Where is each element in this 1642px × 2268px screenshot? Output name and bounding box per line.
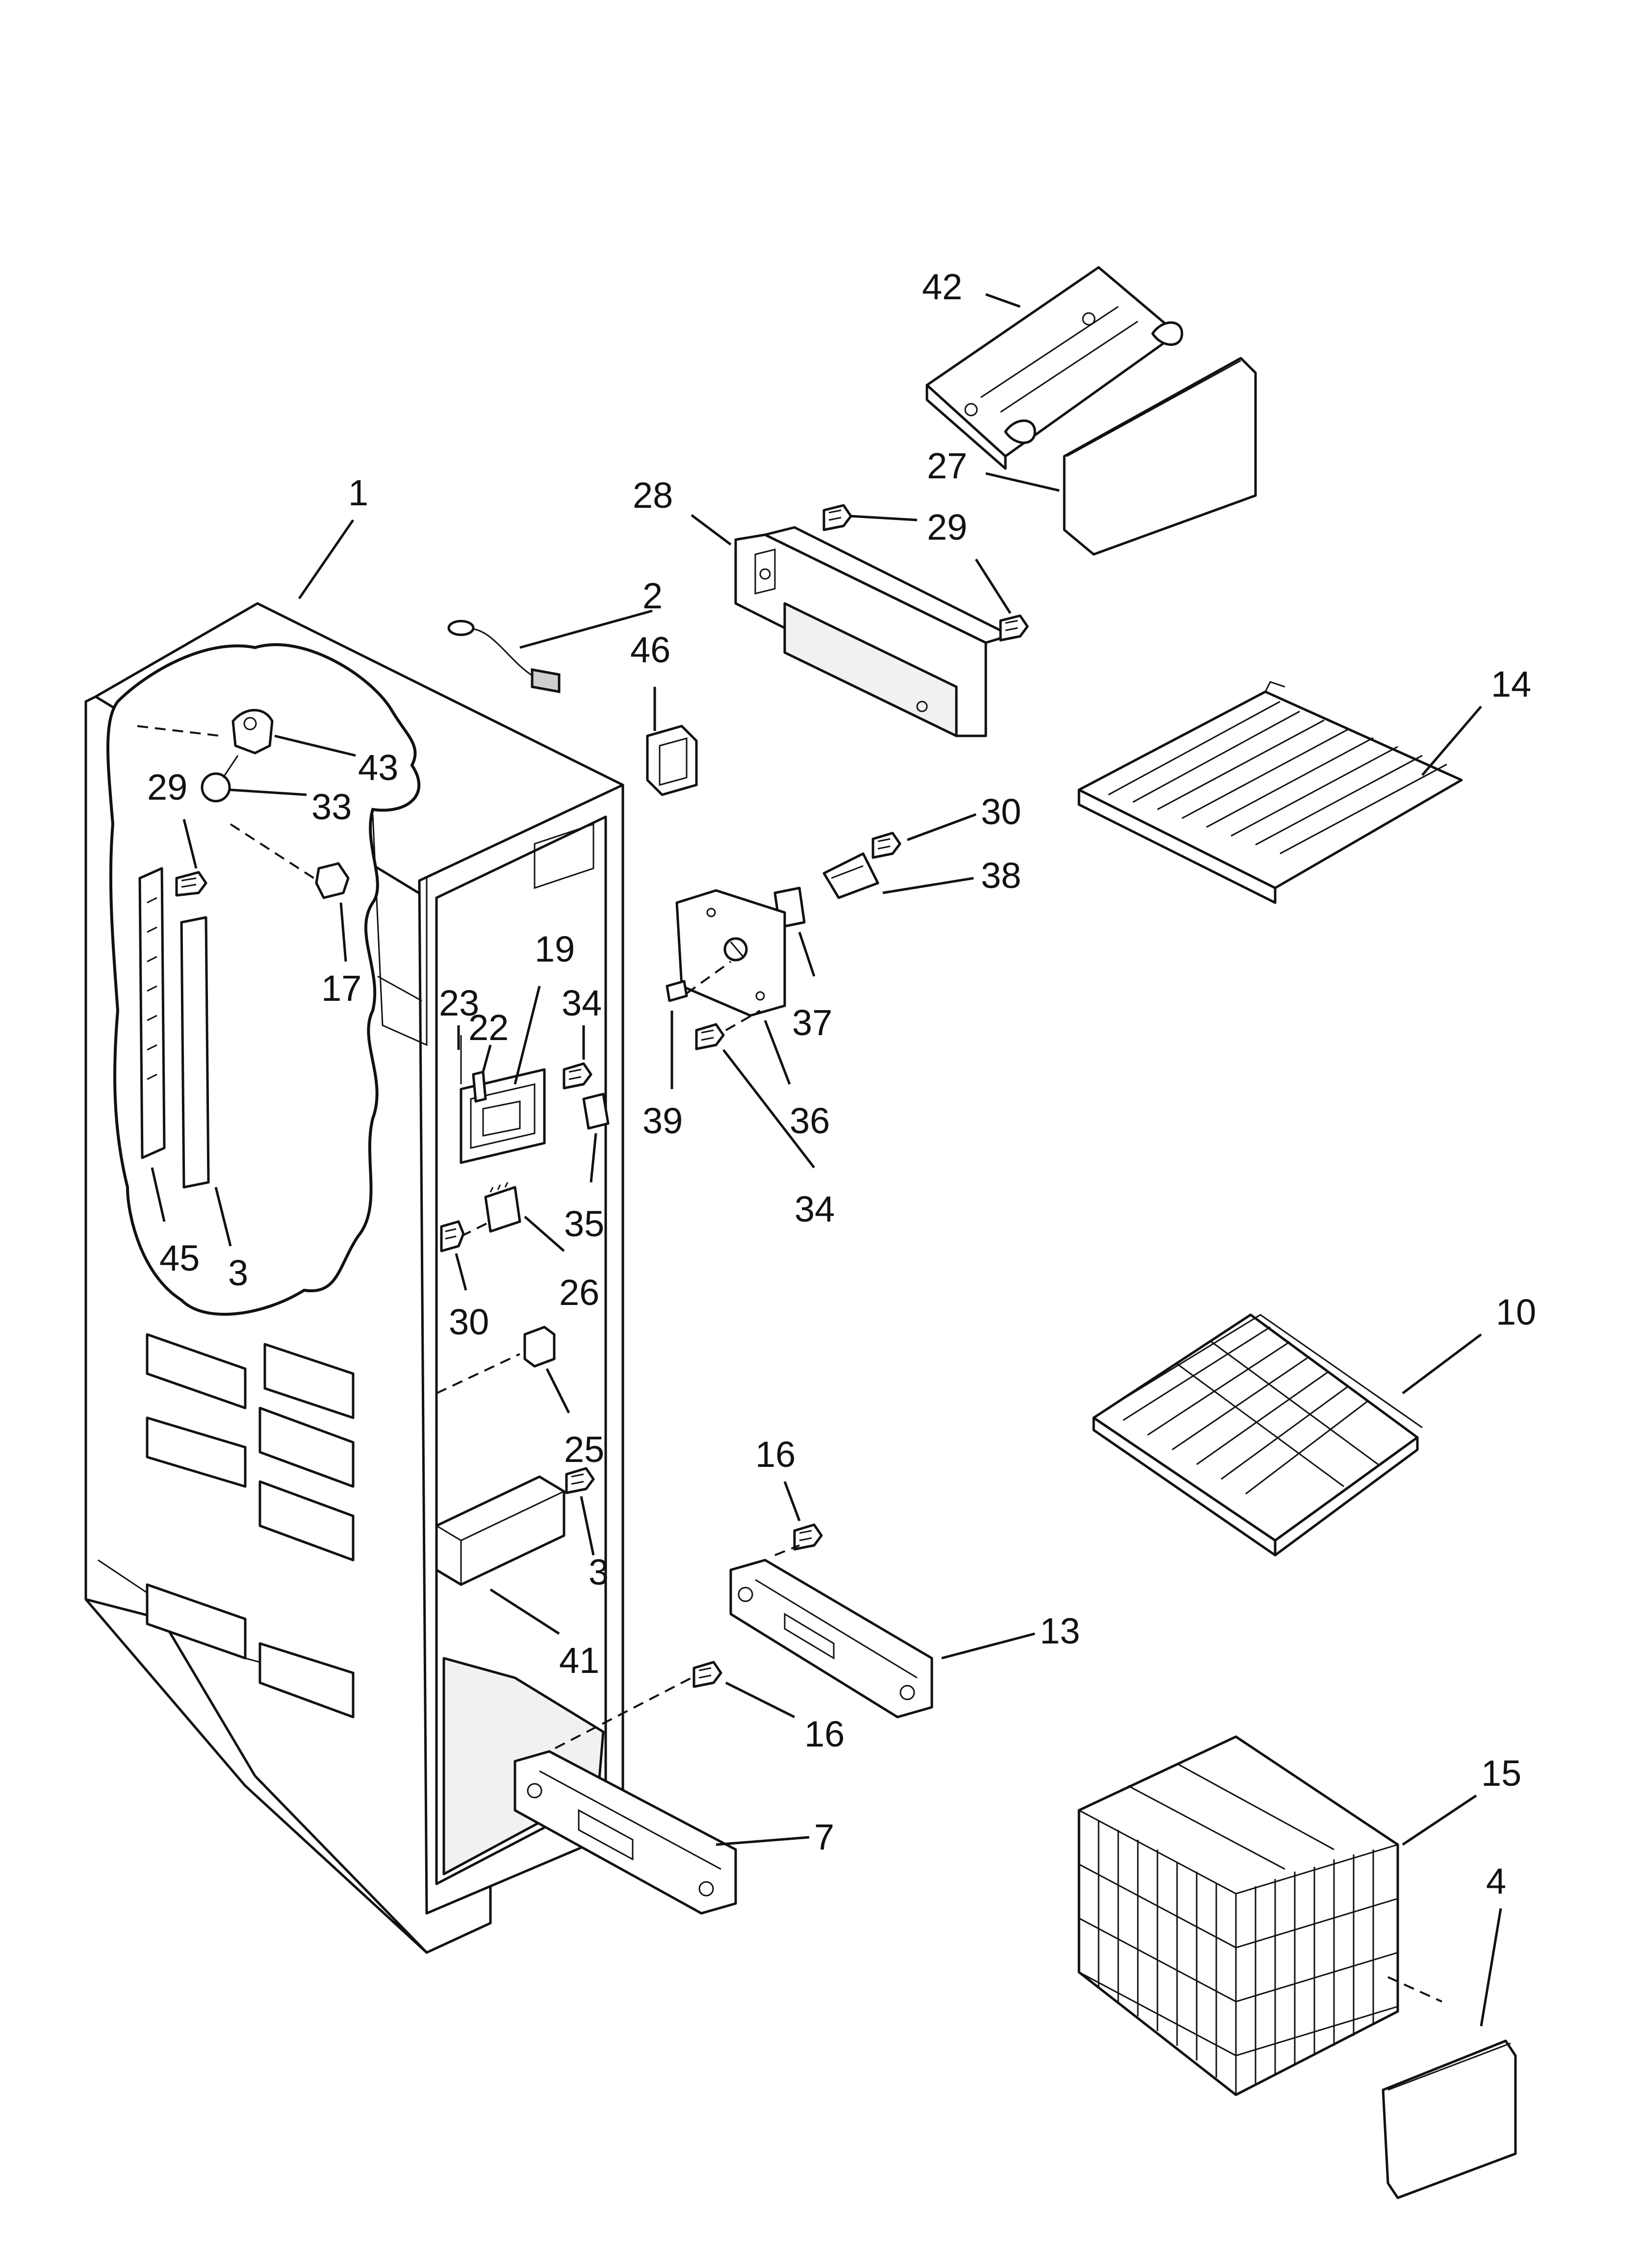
- callout-29-left: 29: [147, 767, 187, 808]
- screw-3-front: [565, 1467, 595, 1494]
- callout-25: 25: [564, 1429, 604, 1470]
- callout-19: 19: [535, 929, 575, 969]
- wire-harness: [447, 620, 561, 693]
- callout-42: 42: [922, 266, 962, 307]
- board-26: [484, 1182, 521, 1233]
- callout-16-bottom: 16: [804, 1714, 845, 1754]
- basket-15: [1078, 1735, 1399, 2096]
- screw-30-top: [872, 832, 901, 859]
- part-42-cover: [925, 266, 1183, 470]
- liner-vents: [146, 1333, 355, 1719]
- callout-17: 17: [321, 968, 361, 1009]
- leader-lines: [151, 293, 1502, 2027]
- part-28-housing: [734, 526, 1012, 737]
- callout-30-top: 30: [981, 791, 1021, 832]
- callout-10: 10: [1496, 1292, 1536, 1332]
- screw-16-bottom: [693, 1661, 722, 1688]
- cover-41: [435, 1475, 565, 1586]
- callout-2: 2: [642, 575, 663, 616]
- callout-41: 41: [559, 1640, 599, 1681]
- callout-23: 23: [439, 983, 479, 1023]
- screw-30-left: [440, 1220, 465, 1252]
- switch-25: [523, 1326, 556, 1368]
- callout-37: 37: [792, 1002, 832, 1043]
- callout-27: 27: [927, 445, 967, 486]
- callout-36: 36: [790, 1100, 830, 1141]
- screw-34-left: [563, 1062, 592, 1090]
- callout-39: 39: [642, 1100, 683, 1141]
- strip-3: [180, 916, 210, 1189]
- screw-29-top: [822, 504, 852, 531]
- callout-34-right: 34: [795, 1189, 835, 1229]
- callout-22: 22: [468, 1007, 509, 1048]
- callout-45: 45: [159, 1238, 200, 1278]
- callout-4: 4: [1486, 1861, 1506, 1902]
- callout-14: 14: [1491, 664, 1531, 704]
- callout-labels: 1 2 46 42 27 28 29 29 43 33 17 45 3 14 3…: [147, 266, 1536, 1902]
- shelf-10: [1092, 1313, 1423, 1557]
- callout-26: 26: [559, 1272, 599, 1313]
- callout-16-top: 16: [755, 1434, 795, 1475]
- part-27-panel: [1063, 357, 1257, 556]
- light-bulb: [201, 755, 239, 803]
- screw-34-right: [695, 1023, 725, 1050]
- callout-3-front: 3: [589, 1552, 609, 1592]
- callout-35: 35: [564, 1203, 604, 1244]
- slide-7: [513, 1750, 737, 1915]
- part-22: [472, 1070, 487, 1103]
- slide-13: [729, 1559, 933, 1719]
- callout-30-left: 30: [449, 1302, 489, 1342]
- light-socket: [231, 709, 274, 755]
- part-4-insert: [1382, 2039, 1517, 2199]
- thermistor-clip: [315, 862, 350, 899]
- callout-28: 28: [633, 475, 673, 516]
- callout-29-top: 29: [927, 507, 967, 547]
- part-46: [646, 725, 698, 796]
- callout-46: 46: [630, 629, 670, 670]
- shelf-14: [1078, 681, 1463, 904]
- callout-13: 13: [1040, 1611, 1080, 1651]
- callout-15: 15: [1481, 1753, 1521, 1794]
- callout-43: 43: [358, 747, 398, 788]
- part-35: [582, 1093, 610, 1130]
- control-bracket-45: [138, 867, 166, 1159]
- screw-29-left: [175, 871, 207, 897]
- callout-34-left: 34: [562, 983, 602, 1023]
- screw-16-top: [793, 1523, 823, 1551]
- callout-33: 33: [311, 786, 352, 827]
- housing-36: [675, 889, 786, 1017]
- callout-3-cutaway: 3: [228, 1252, 248, 1293]
- screw-29-right: [999, 614, 1029, 642]
- callout-7: 7: [814, 1817, 834, 1857]
- knob-39: [666, 980, 688, 1002]
- board-38: [822, 852, 879, 899]
- callout-1: 1: [348, 472, 368, 513]
- callout-38: 38: [981, 855, 1021, 896]
